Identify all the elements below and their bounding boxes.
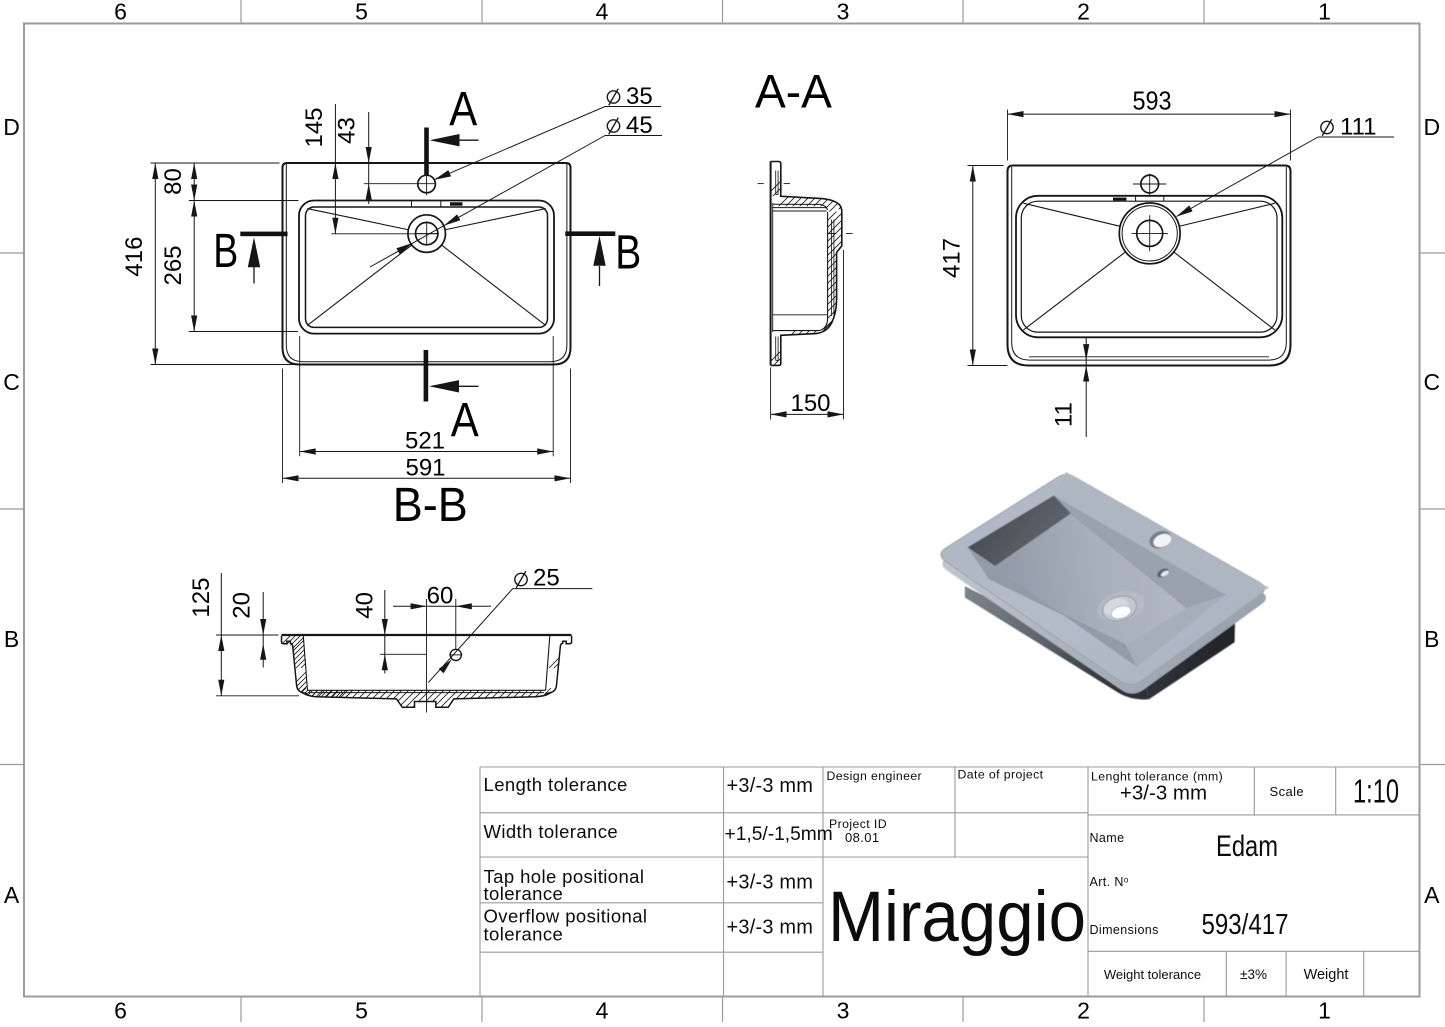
svg-text:D: D [1423, 114, 1440, 140]
svg-text:265: 265 [160, 245, 187, 285]
svg-text:25: 25 [533, 565, 560, 592]
svg-text:593/417: 593/417 [1202, 909, 1289, 941]
svg-text:C: C [1423, 369, 1440, 395]
svg-text:A: A [449, 83, 477, 136]
svg-text:150: 150 [790, 390, 830, 417]
svg-text:+3/-3 mm: +3/-3 mm [727, 917, 814, 939]
svg-text:145: 145 [301, 107, 328, 147]
svg-text:6: 6 [114, 0, 127, 25]
svg-text:5: 5 [355, 998, 368, 1023]
svg-text:+3/-3 mm: +3/-3 mm [1120, 782, 1207, 805]
svg-text:+1,5/-1,5mm: +1,5/-1,5mm [725, 824, 833, 845]
svg-text:40: 40 [351, 592, 378, 619]
svg-text:Date of project: Date of project [958, 768, 1044, 782]
svg-text:591: 591 [405, 454, 445, 481]
svg-text:20: 20 [228, 592, 255, 619]
svg-text:2: 2 [1077, 0, 1090, 25]
svg-text:60: 60 [427, 583, 454, 610]
svg-text:+3/-3 mm: +3/-3 mm [727, 872, 814, 894]
svg-text:C: C [3, 369, 20, 395]
svg-text:417: 417 [939, 238, 966, 278]
svg-text:B: B [615, 227, 641, 280]
svg-text:125: 125 [188, 578, 215, 618]
svg-text:Lenght tolerance (mm): Lenght tolerance (mm) [1091, 770, 1223, 784]
svg-text:593: 593 [1133, 86, 1172, 116]
svg-text:Scale: Scale [1270, 784, 1305, 799]
svg-text:A-A: A-A [755, 65, 833, 118]
svg-text:2: 2 [1077, 998, 1090, 1023]
svg-text:B: B [1424, 626, 1439, 652]
svg-text:Weight tolerance: Weight tolerance [1104, 967, 1201, 982]
svg-text:Edam: Edam [1216, 830, 1278, 863]
svg-text:11: 11 [1051, 402, 1078, 427]
svg-text:A: A [451, 394, 479, 447]
svg-text:Length tolerance: Length tolerance [484, 774, 628, 795]
svg-text:5: 5 [355, 0, 368, 25]
svg-text:08.01: 08.01 [845, 830, 880, 845]
svg-text:Art. No: Art. No [1090, 875, 1129, 889]
svg-text:Width tolerance: Width tolerance [484, 821, 619, 842]
svg-text:4: 4 [596, 998, 609, 1023]
svg-text:43: 43 [334, 117, 361, 144]
svg-text:Dimensions: Dimensions [1090, 923, 1159, 937]
svg-text:111: 111 [1340, 114, 1376, 141]
svg-text:tolerance: tolerance [484, 883, 564, 904]
svg-text:A: A [4, 882, 20, 908]
svg-text:B: B [4, 626, 19, 652]
svg-text:6: 6 [114, 998, 127, 1023]
svg-text:Design engineer: Design engineer [827, 769, 923, 783]
svg-text:±3%: ±3% [1240, 967, 1267, 982]
svg-text:Tap hole positional: Tap hole positional [484, 866, 645, 887]
svg-text:80: 80 [160, 168, 187, 195]
svg-text:+3/-3 mm: +3/-3 mm [727, 775, 814, 797]
svg-text:521: 521 [405, 428, 445, 455]
svg-text:3: 3 [837, 0, 850, 25]
svg-text:1: 1 [1318, 998, 1331, 1023]
svg-text:D: D [3, 114, 20, 140]
svg-text:Weight: Weight [1304, 967, 1349, 983]
svg-text:1: 1 [1318, 0, 1331, 25]
svg-text:416: 416 [121, 237, 148, 277]
svg-text:Project ID: Project ID [829, 817, 887, 831]
svg-text:B: B [213, 225, 238, 278]
svg-text:tolerance: tolerance [484, 924, 564, 945]
svg-text:Overflow positional: Overflow positional [484, 906, 648, 927]
svg-text:3: 3 [837, 998, 850, 1023]
svg-text:45: 45 [626, 112, 653, 139]
svg-text:4: 4 [596, 0, 609, 25]
svg-text:35: 35 [626, 83, 653, 110]
svg-text:Miraggio: Miraggio [828, 878, 1086, 957]
svg-text:1:10: 1:10 [1353, 773, 1399, 810]
svg-text:B-B: B-B [393, 479, 468, 532]
svg-text:A: A [1424, 882, 1440, 908]
svg-text:Name: Name [1090, 831, 1125, 845]
